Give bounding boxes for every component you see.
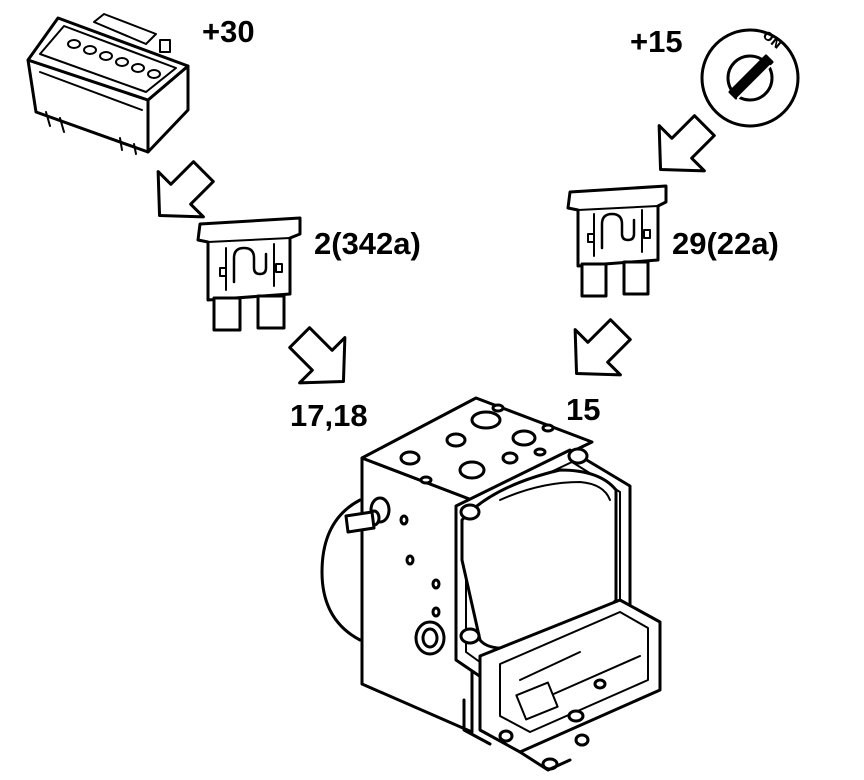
blade-fuse-icon-right	[566, 184, 668, 298]
fuse-left-label: 2(342a)	[314, 226, 421, 261]
blade-fuse-icon-left	[196, 216, 302, 332]
flow-arrow-ignition-to-fuse	[657, 114, 716, 173]
pin-right-label: 15	[566, 392, 601, 427]
flow-arrow-fuse-to-module-right	[573, 318, 632, 377]
flow-arrow-battery-to-fuse	[156, 160, 215, 219]
flow-arrow-fuse-to-module-left	[288, 326, 347, 385]
abs-control-unit-icon	[320, 396, 662, 772]
fuse-right-label: 29(22a)	[672, 226, 779, 261]
pins-left-label: 17,18	[290, 398, 368, 433]
ignition-switch-icon	[700, 28, 800, 128]
battery-icon	[26, 13, 190, 155]
battery-terminal-label: +30	[202, 14, 255, 49]
ignition-terminal-label: +15	[630, 24, 683, 59]
